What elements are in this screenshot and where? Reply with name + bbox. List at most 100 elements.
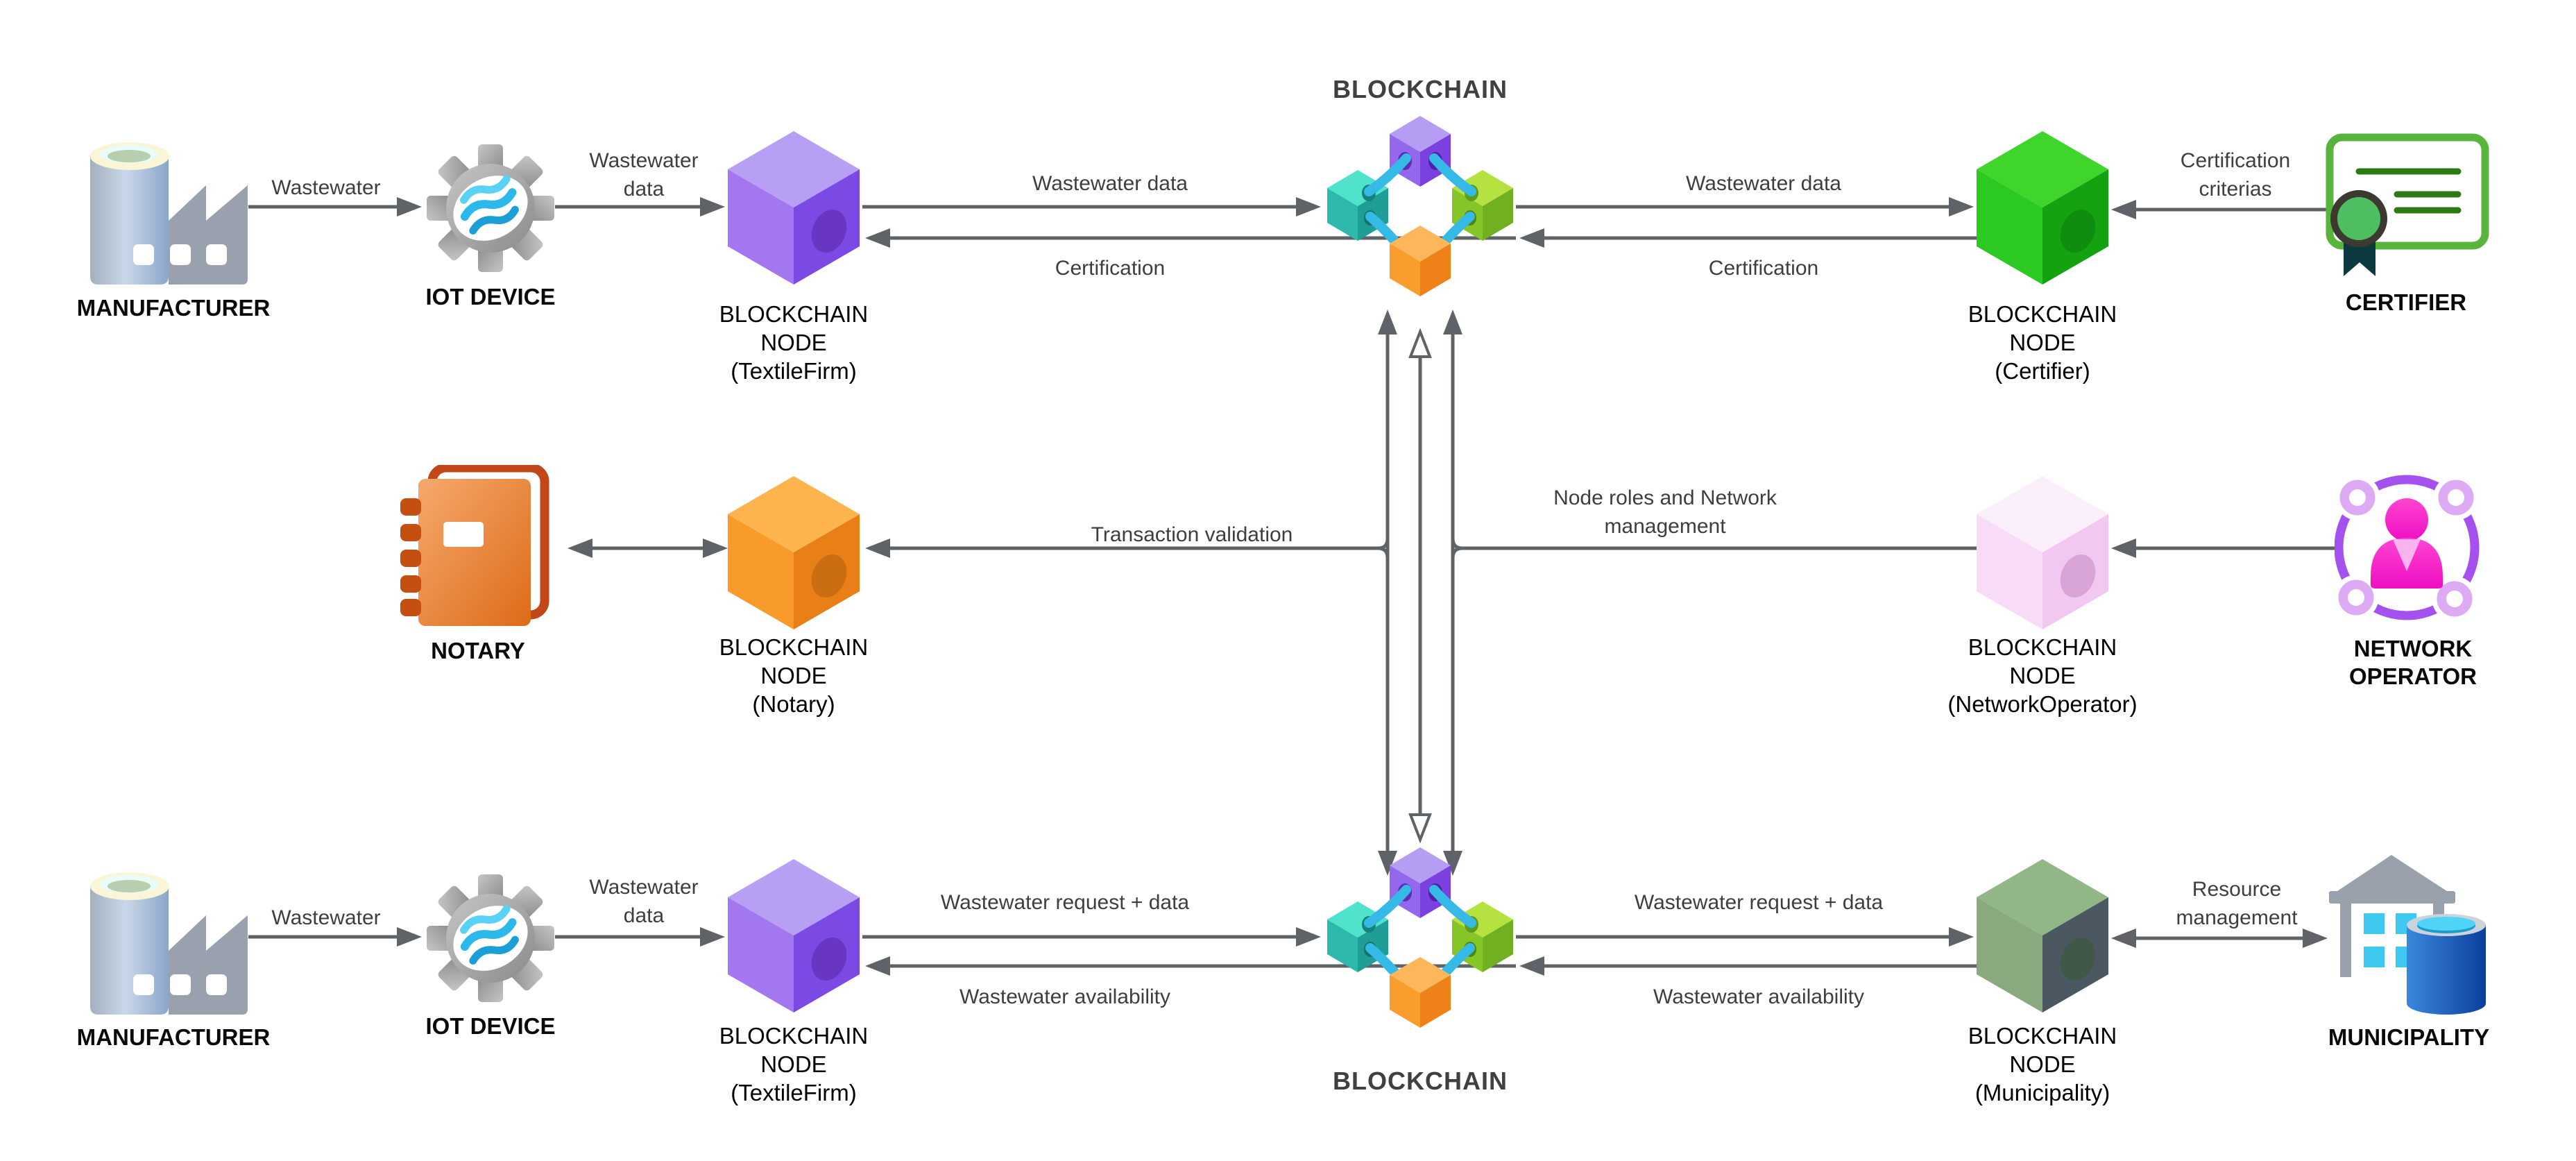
cube-hole bbox=[2060, 937, 2096, 981]
blockchain-title-top: BLOCKCHAIN bbox=[1333, 75, 1508, 103]
blockchain-cluster-top-icon bbox=[1327, 116, 1513, 296]
notebook-front-cover bbox=[418, 479, 531, 626]
flow-wastewater-bottom: Wastewater bbox=[271, 906, 381, 929]
flow-wwdata-right-top: Wastewater data bbox=[1686, 172, 1841, 195]
cube-purple bbox=[1390, 116, 1451, 187]
chimney-water bbox=[108, 880, 151, 892]
network-rings bbox=[2335, 475, 2479, 622]
flow-iot-data-bottom: Wastewater data bbox=[589, 876, 699, 927]
arrow-up-left bbox=[1378, 310, 1397, 334]
arrow-validation-into-notarynode bbox=[865, 539, 890, 558]
manufacturer-factory-icon-bottom bbox=[90, 872, 248, 1015]
certificate-ribbon bbox=[2344, 239, 2375, 276]
node-textile-top-label: BLOCKCHAIN NODE (TextileFirm) bbox=[719, 301, 869, 384]
blockchain-node-operator-icon bbox=[1977, 476, 2108, 629]
blockchain-title-bottom: BLOCKCHAIN bbox=[1333, 1067, 1508, 1095]
factory-window bbox=[133, 974, 154, 995]
iot-device-gear-icon bbox=[427, 144, 554, 272]
network-operator-label: NETWORK OPERATOR bbox=[2349, 636, 2477, 689]
arrow-resource-into-muninode bbox=[2111, 929, 2136, 948]
cube-orange bbox=[1390, 226, 1451, 296]
arrow-hollow-up bbox=[1408, 328, 1432, 358]
arrow-up-right bbox=[1443, 310, 1462, 334]
cube-hole bbox=[811, 209, 847, 253]
iot-bottom-label: IOT DEVICE bbox=[425, 1013, 556, 1039]
iot-top-label: IOT DEVICE bbox=[425, 284, 556, 310]
notebook-spiral-tabs bbox=[400, 498, 421, 616]
factory-window bbox=[206, 244, 227, 265]
blockchain-cluster-bottom-icon bbox=[1327, 847, 1513, 1028]
arrow-into-certnode bbox=[1949, 197, 1974, 217]
arrow-certification-into-cluster-top bbox=[1519, 228, 1544, 248]
cube-purple bbox=[1390, 847, 1451, 918]
flow-certification-criterias: Certification criterias bbox=[2180, 149, 2291, 201]
iot-device-gear-icon-bottom bbox=[427, 874, 554, 1002]
node-municipality-label: BLOCKCHAIN NODE (Municipality) bbox=[1968, 1023, 2117, 1105]
flow-availability-right: Wastewater availability bbox=[1653, 985, 1864, 1008]
flow-certification-left-top: Certification bbox=[1055, 257, 1166, 280]
flow-transaction-validation: Transaction validation bbox=[1091, 523, 1293, 546]
flow-availability-left: Wastewater availability bbox=[959, 985, 1170, 1008]
blockchain-node-certifier-icon bbox=[1977, 131, 2108, 285]
flow-request-right: Wastewater request + data bbox=[1634, 891, 1884, 914]
wire-junction-right bbox=[1451, 538, 1463, 559]
node-textile-bottom-label: BLOCKCHAIN NODE (TextileFirm) bbox=[719, 1023, 869, 1105]
arrow-into-iot-top bbox=[397, 197, 422, 217]
factory-chimney bbox=[90, 886, 169, 1015]
cube-orange bbox=[1390, 957, 1451, 1028]
factory-window bbox=[170, 244, 191, 265]
arrow-into-notary-icon bbox=[568, 539, 592, 558]
arrow-hollow-down bbox=[1408, 813, 1432, 844]
node-certifier-label: BLOCKCHAIN NODE (Certifier) bbox=[1968, 301, 2117, 384]
blockchain-node-notary-icon bbox=[728, 476, 860, 629]
factory-chimney bbox=[90, 156, 169, 285]
notary-label: NOTARY bbox=[431, 638, 525, 663]
arrow-into-cluster-top-left bbox=[1296, 197, 1321, 217]
certificate-text-lines bbox=[2355, 168, 2462, 214]
arrow-availability-into-textile-bottom bbox=[865, 956, 890, 976]
arrow-down-right bbox=[1443, 851, 1462, 876]
flow-iot-data-top: Wastewater data bbox=[589, 149, 699, 201]
arrow-criterias-into-certnode bbox=[2111, 200, 2136, 219]
wire-junction-left bbox=[1377, 538, 1390, 559]
flow-node-roles: Node roles and Network management bbox=[1553, 486, 1777, 538]
flow-certification-right-top: Certification bbox=[1708, 257, 1819, 280]
flow-resource-management: Resource management bbox=[2176, 878, 2298, 929]
water-tank-cylinder bbox=[2407, 914, 2486, 1015]
cube-hole bbox=[2060, 209, 2096, 253]
flow-wwdata-left-top: Wastewater data bbox=[1032, 172, 1188, 195]
civic-building bbox=[2329, 855, 2455, 977]
notary-notebook-icon bbox=[400, 465, 549, 626]
chimney-water bbox=[108, 150, 151, 162]
manufacturer-top-label: MANUFACTURER bbox=[76, 295, 271, 321]
certifier-certificate-icon bbox=[2326, 133, 2489, 276]
arrow-availability-into-cluster-bottom bbox=[1519, 956, 1544, 976]
cube-hole bbox=[811, 554, 847, 598]
blockchain-node-textile-bottom-icon bbox=[728, 859, 860, 1012]
manufacturer-factory-icon bbox=[90, 142, 248, 285]
blockchain-node-textile-top-icon bbox=[728, 131, 860, 285]
notebook-label bbox=[443, 522, 484, 547]
arrow-into-operatornode bbox=[2111, 539, 2136, 558]
arrow-certification-into-textile-top bbox=[865, 228, 890, 248]
municipality-label: MUNICIPALITY bbox=[2328, 1024, 2490, 1050]
node-notary-label: BLOCKCHAIN NODE (Notary) bbox=[719, 634, 869, 717]
certifier-label: CERTIFIER bbox=[2345, 289, 2467, 315]
factory-building bbox=[169, 915, 248, 1015]
factory-building bbox=[169, 185, 248, 285]
cube-hole bbox=[811, 937, 847, 981]
blockchain-node-municipality-icon bbox=[1977, 859, 2108, 1012]
network-operator-icon bbox=[2335, 475, 2480, 622]
arrow-into-textile-top bbox=[700, 197, 725, 217]
cube-hole bbox=[2060, 554, 2096, 598]
factory-window bbox=[206, 974, 227, 995]
arrow-into-muninode bbox=[1949, 927, 1974, 947]
arrow-into-municipality-icon bbox=[2303, 929, 2328, 948]
factory-window bbox=[133, 244, 154, 265]
wire-hollow-arrowheads bbox=[1408, 328, 1432, 844]
node-operator-label: BLOCKCHAIN NODE (NetworkOperator) bbox=[1947, 634, 2138, 717]
water-waves-icon bbox=[460, 905, 519, 965]
wire-arrowheads bbox=[397, 197, 2328, 976]
arrow-into-textile-bottom bbox=[700, 927, 725, 947]
